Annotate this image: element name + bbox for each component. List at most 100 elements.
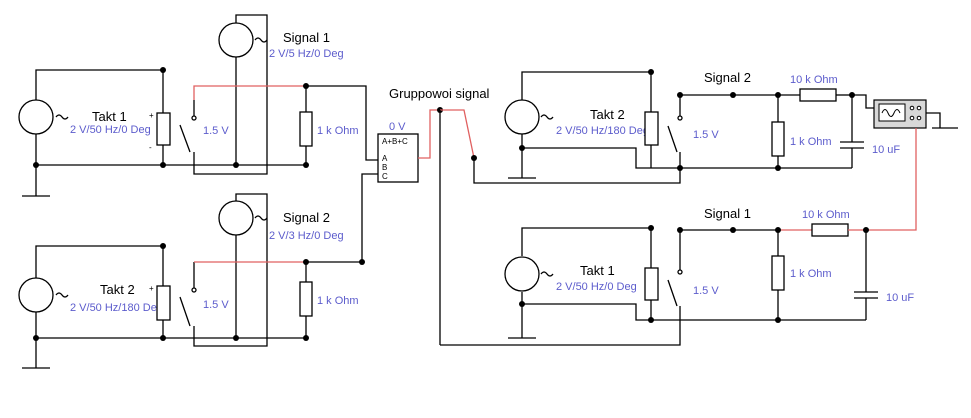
sine-glyph bbox=[55, 292, 69, 298]
terminal-t bbox=[916, 115, 922, 121]
junction bbox=[730, 92, 736, 98]
junction bbox=[303, 162, 309, 168]
resistor bbox=[771, 121, 785, 157]
junction bbox=[33, 335, 39, 341]
plus-mark: + bbox=[149, 284, 154, 293]
junction bbox=[849, 92, 855, 98]
adder-input-c: C bbox=[382, 172, 388, 181]
filter-resistor-value: 10 k Ohm bbox=[790, 74, 838, 86]
section-label: Signal 2 bbox=[704, 70, 751, 85]
relay-coil bbox=[156, 112, 171, 146]
left-bottom-section: Takt 2 2 V/50 Hz/180 Deg + 1.5 V Signal … bbox=[18, 173, 378, 369]
switch-blade bbox=[179, 124, 191, 153]
clock-value: 2 V/50 Hz/180 Deg bbox=[556, 125, 649, 137]
resistor bbox=[299, 281, 313, 317]
wire bbox=[521, 292, 651, 321]
signal-value: 2 V/3 Hz/0 Deg bbox=[269, 230, 344, 242]
wire bbox=[306, 173, 378, 263]
junction bbox=[160, 162, 166, 168]
signal-name: Signal 1 bbox=[283, 30, 330, 45]
resistor-value: 1 k Ohm bbox=[317, 125, 359, 137]
switch-value: 1.5 V bbox=[693, 285, 719, 297]
signal-value: 2 V/5 Hz/0 Deg bbox=[269, 48, 344, 60]
clock-source-icon bbox=[504, 99, 540, 135]
junction bbox=[160, 67, 166, 73]
signal-wire bbox=[418, 109, 440, 159]
clock-name: Takt 1 bbox=[92, 109, 127, 124]
junction bbox=[303, 335, 309, 341]
adder-block: A+B+C A B C 0 V Gruppowoi signal bbox=[377, 86, 681, 346]
relay-coil bbox=[644, 111, 659, 146]
oscilloscope[interactable] bbox=[866, 99, 958, 231]
junction bbox=[33, 162, 39, 168]
terminal-b bbox=[916, 105, 922, 111]
clock-source-icon bbox=[504, 256, 540, 292]
junction bbox=[677, 227, 683, 233]
section-label: Signal 1 bbox=[704, 206, 751, 221]
junction bbox=[519, 301, 525, 307]
junction bbox=[160, 243, 166, 249]
sine-glyph bbox=[254, 215, 268, 221]
junction bbox=[730, 227, 736, 233]
switch-contact bbox=[677, 269, 683, 275]
wire bbox=[521, 227, 652, 268]
switch-value: 1.5 V bbox=[203, 125, 229, 137]
junction bbox=[519, 145, 525, 151]
junction bbox=[677, 165, 683, 171]
oscilloscope-screen-icon bbox=[878, 103, 906, 122]
wire bbox=[852, 94, 874, 109]
wire bbox=[521, 134, 651, 169]
clock-value: 2 V/50 Hz/0 Deg bbox=[556, 281, 637, 293]
junction bbox=[863, 227, 869, 233]
switch-value: 1.5 V bbox=[693, 129, 719, 141]
resistor-value: 1 k Ohm bbox=[317, 295, 359, 307]
adder-output-value: 0 V bbox=[389, 121, 406, 133]
wire bbox=[35, 69, 164, 113]
clock-source-icon bbox=[18, 277, 54, 313]
adder-input-a: A bbox=[382, 154, 388, 163]
clock-name: Takt 2 bbox=[100, 282, 135, 297]
switch-blade bbox=[667, 125, 678, 153]
clock-value: 2 V/50 Hz/180 Deg bbox=[70, 302, 163, 314]
clock-name: Takt 1 bbox=[580, 263, 615, 278]
switch-value: 1.5 V bbox=[203, 299, 229, 311]
sine-glyph bbox=[540, 271, 554, 277]
minus-mark: - bbox=[149, 143, 152, 152]
sine-glyph bbox=[55, 114, 69, 120]
resistor bbox=[771, 255, 785, 291]
signal-wire bbox=[440, 109, 475, 159]
clock-source-icon bbox=[18, 99, 54, 135]
sine-glyph bbox=[540, 114, 554, 120]
switch-blade bbox=[179, 296, 191, 327]
junction bbox=[648, 69, 654, 75]
relay-coil bbox=[156, 285, 171, 321]
terminal-a bbox=[909, 105, 915, 111]
adder bbox=[377, 133, 419, 183]
filter-resistor bbox=[811, 223, 849, 237]
signal-wire bbox=[866, 128, 917, 231]
junction bbox=[233, 335, 239, 341]
wire bbox=[35, 312, 164, 339]
junction bbox=[303, 83, 309, 89]
junction bbox=[359, 259, 365, 265]
resistor bbox=[299, 111, 313, 147]
switch-contact bbox=[677, 115, 683, 121]
filter-resistor bbox=[799, 88, 837, 102]
junction bbox=[775, 92, 781, 98]
resistor-value: 1 k Ohm bbox=[790, 268, 832, 280]
relay-coil bbox=[644, 267, 659, 301]
junction bbox=[648, 225, 654, 231]
junction bbox=[775, 317, 781, 323]
switch-contact bbox=[191, 287, 197, 293]
wire bbox=[473, 158, 681, 184]
junction bbox=[775, 227, 781, 233]
junction bbox=[233, 162, 239, 168]
capacitor-value: 10 uF bbox=[872, 144, 900, 156]
wire bbox=[521, 71, 652, 112]
right-top-section: Takt 2 2 V/50 Hz/180 Deg 1.5 V Signal 2 … bbox=[504, 69, 900, 179]
signal-wire bbox=[193, 85, 306, 100]
signal-source-icon bbox=[218, 22, 254, 58]
ground-wire bbox=[926, 112, 941, 128]
wire bbox=[306, 85, 378, 161]
